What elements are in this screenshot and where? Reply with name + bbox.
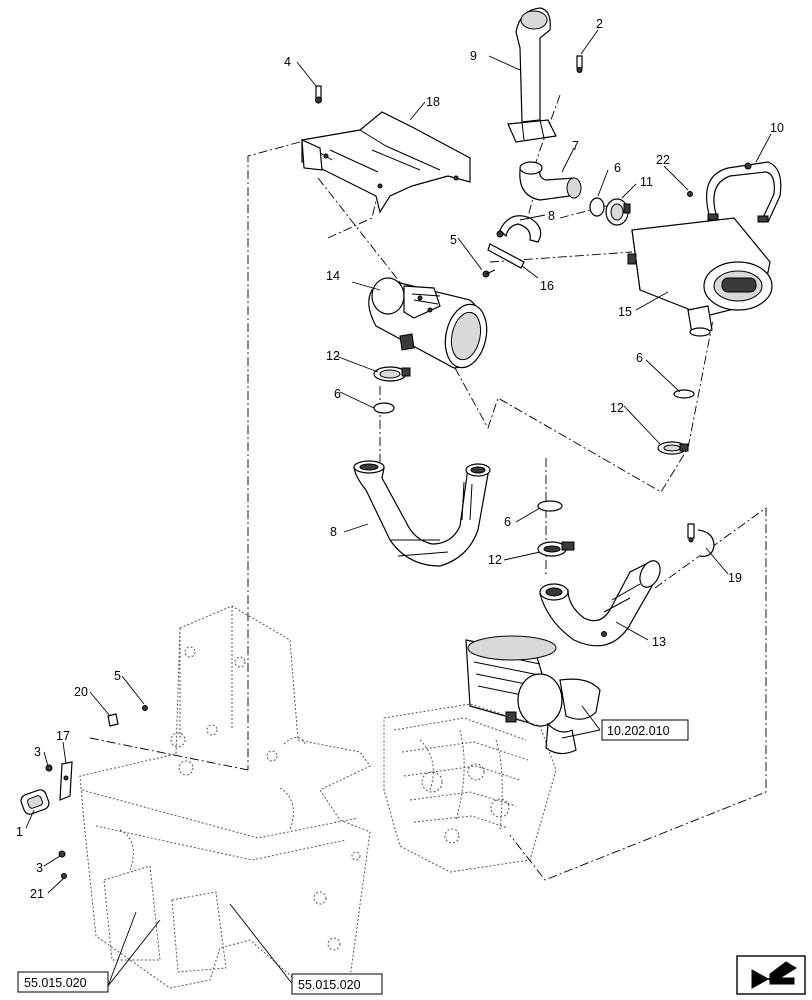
pipe-13-part <box>539 560 661 647</box>
callout-3: 3 <box>36 861 43 875</box>
callout-4: 4 <box>284 55 291 69</box>
callout-6: 6 <box>504 515 511 529</box>
catalyst-14-part <box>368 277 488 369</box>
reference-box-10-202-010[interactable]: 10.202.010 <box>601 719 689 741</box>
callout-16: 16 <box>540 279 554 293</box>
assembly-lines <box>89 94 767 881</box>
callout-12: 11 <box>640 175 653 189</box>
bolt-3-top <box>45 764 53 772</box>
callout-21: 21 <box>30 887 44 901</box>
rod-16-part <box>487 243 525 269</box>
gasket-6-top <box>589 197 605 217</box>
strap-11-part <box>706 161 782 223</box>
clamp-12-right <box>657 441 689 455</box>
callout-13: 13 <box>652 635 666 649</box>
gasket-6-lower <box>537 500 563 512</box>
callout-2: 2 <box>596 17 603 31</box>
frame-ghost <box>79 605 371 989</box>
callout-12: 12 <box>326 349 340 363</box>
callout-9: 8 <box>330 525 337 539</box>
bolt-4-mid <box>482 269 496 278</box>
callout-labels: 4 9 2 18 7 6 11 22 10 8 5 16 14 15 12 6 … <box>16 17 784 901</box>
callout-18: 18 <box>426 95 440 109</box>
callout-19: 19 <box>728 571 742 585</box>
reference-label: 55.015.020 <box>24 976 87 990</box>
elbow-part <box>519 161 582 201</box>
clamp-12-left <box>373 366 411 382</box>
callout-22: 22 <box>656 153 670 167</box>
callout-1: 1 <box>16 825 23 839</box>
callout-6: 6 <box>614 161 621 175</box>
tailpipe-part <box>507 7 557 143</box>
muffler-15-part <box>627 217 773 337</box>
clamp-12-lower <box>537 541 575 557</box>
bolt-4-top <box>315 85 322 104</box>
engine-ghost <box>383 703 557 873</box>
callout-17: 17 <box>56 729 70 743</box>
fastener-20 <box>107 713 119 727</box>
callout-10: 9 <box>470 49 477 63</box>
bracket-1-part <box>20 789 50 815</box>
reference-label: 10.202.010 <box>607 724 670 738</box>
callout-8: 8 <box>548 209 555 223</box>
callout-12: 12 <box>488 553 502 567</box>
clamp-12-top <box>605 198 631 226</box>
reference-box-55-015-020-left[interactable]: 55.015.020 <box>17 971 109 993</box>
callout-11: 10 <box>770 121 784 135</box>
return-arrow-icon[interactable] <box>736 955 806 995</box>
fastener-22 <box>687 191 693 197</box>
reference-box-55-015-020-right[interactable]: 55.015.020 <box>291 973 383 995</box>
callout-3: 3 <box>34 745 41 759</box>
callout-20: 20 <box>74 685 88 699</box>
callout-14: 14 <box>326 269 340 283</box>
clip-19-part <box>687 523 715 557</box>
reference-label: 55.015.020 <box>298 978 361 992</box>
fastener-5 <box>142 705 148 711</box>
callout-6: 6 <box>334 387 341 401</box>
gasket-6-left <box>373 402 395 414</box>
pipe-9-part <box>353 460 491 567</box>
air-cleaner-assembly <box>465 635 601 755</box>
clamp-8-part <box>496 215 542 243</box>
callout-12: 12 <box>610 401 624 415</box>
callout-15: 15 <box>618 305 632 319</box>
fastener-2 <box>576 55 583 73</box>
callout-4: 5 <box>450 233 457 247</box>
clip-17-part <box>59 761 73 801</box>
bracket-18-part <box>301 111 471 214</box>
gasket-6-right <box>673 389 695 399</box>
bolt-3-bottom <box>58 850 66 858</box>
callout-6: 6 <box>636 351 643 365</box>
callout-5: 5 <box>114 669 121 683</box>
callout-7: 7 <box>572 139 579 153</box>
leader-lines <box>25 29 772 987</box>
fastener-21 <box>61 873 67 879</box>
